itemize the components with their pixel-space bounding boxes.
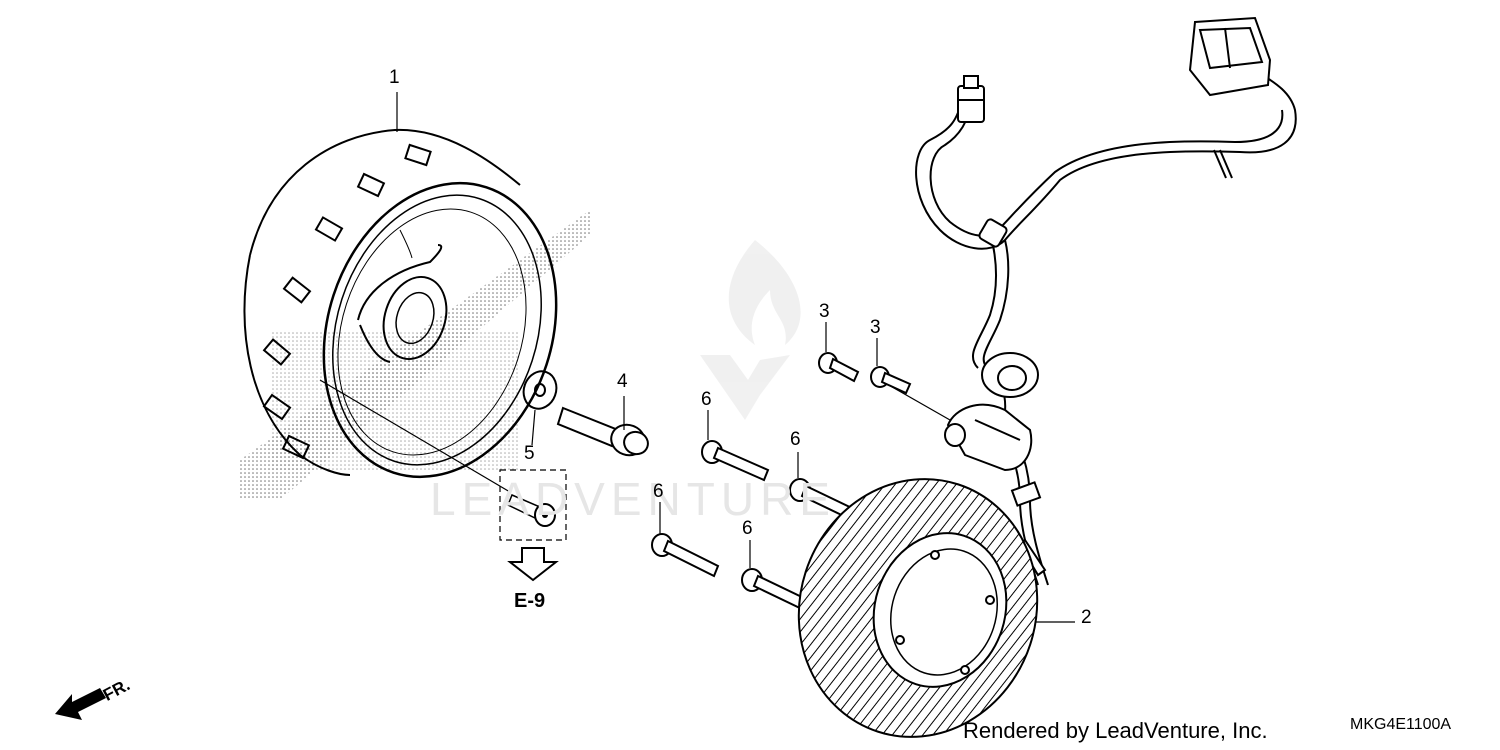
front-direction-arrow-icon [55, 688, 106, 720]
callout-part-6a: 6 [701, 389, 712, 410]
stator [797, 478, 1039, 738]
callout-part-5: 5 [524, 443, 535, 464]
pulse-sensor [944, 403, 1033, 472]
callout-part-3a: 3 [819, 301, 830, 322]
callout-part-6c: 6 [653, 481, 664, 502]
washer [522, 370, 558, 410]
reference-label[interactable]: E-9 [514, 590, 546, 612]
small-connector [957, 75, 985, 123]
callout-part-1: 1 [389, 67, 400, 88]
harness-grommet [981, 352, 1039, 398]
callout-part-6b: 6 [790, 429, 801, 450]
main-connector [1188, 16, 1272, 97]
callout-part-4: 4 [617, 371, 628, 392]
flywheel [243, 128, 558, 479]
down-arrow-icon [507, 547, 559, 582]
stator-bolts [651, 440, 858, 612]
diagram-code: MKG4E1100A [1350, 716, 1452, 733]
wire-clip [1010, 481, 1047, 577]
callout-part-6d: 6 [742, 518, 753, 539]
flywheel-shading [240, 210, 590, 500]
callout-part-2: 2 [1081, 607, 1092, 628]
flywheel-bolt [556, 406, 649, 457]
render-credit: Rendered by LeadVenture, Inc. [963, 718, 1268, 743]
callout-part-3b: 3 [870, 317, 881, 338]
flame-logo-icon [700, 240, 801, 420]
harness-clamp [978, 218, 1008, 248]
e9-reference-box [499, 469, 567, 541]
watermark-text: LEADVENTURE [430, 473, 836, 525]
sensor-bolts [818, 352, 912, 395]
